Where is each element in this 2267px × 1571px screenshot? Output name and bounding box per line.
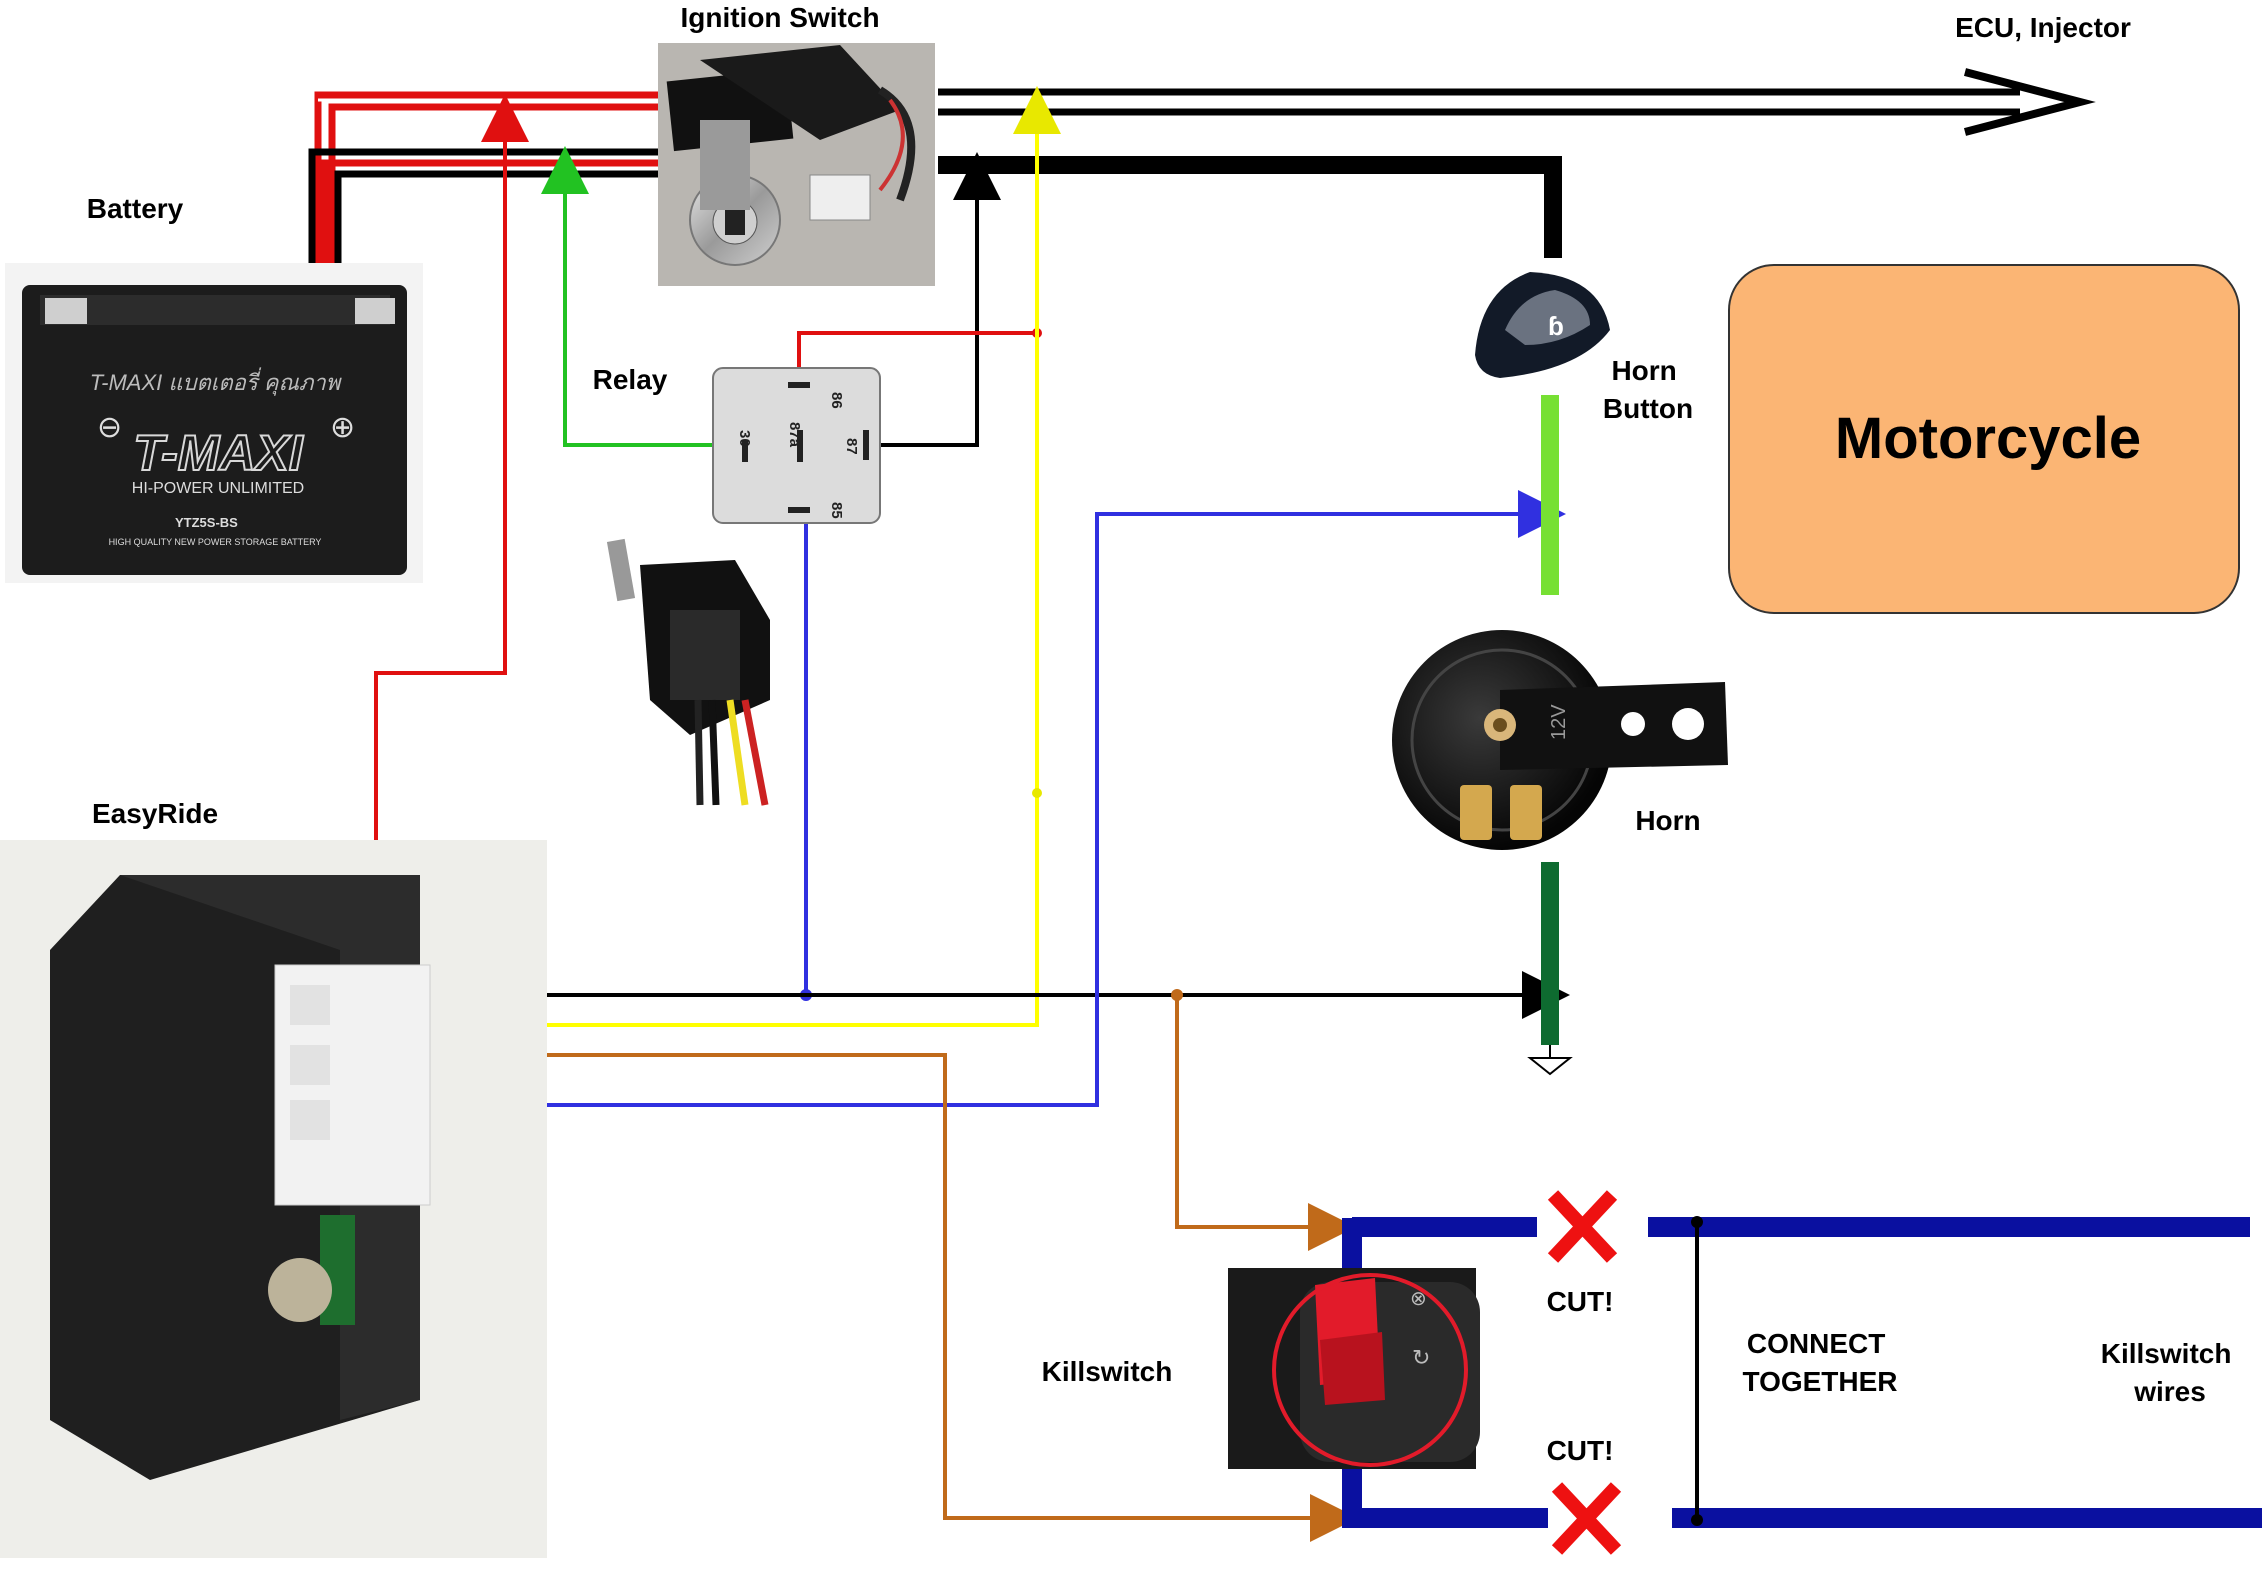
orange-wire-top: [1175, 995, 1356, 1251]
relay-pin-85: 85: [828, 502, 845, 519]
easyride-module-image: [0, 840, 547, 1558]
svg-text:⊖: ⊖: [97, 411, 122, 444]
relay-30-green-wire: [541, 146, 745, 447]
ground-symbol-icon: [1527, 1045, 1573, 1076]
motorcycle-label: Motorcycle: [1835, 406, 2141, 471]
horn-marking: 12V: [1548, 704, 1570, 740]
relay-diagram: 86 30 87a 87 85: [712, 367, 881, 524]
ecu-injector-arrow: [938, 68, 2096, 136]
battery-model: YTZ5S-BS: [175, 515, 238, 530]
battery-brand: T-MAXI: [133, 425, 304, 481]
easyride-blue-wire: [415, 490, 1566, 1107]
svg-text:ɓ: ɓ: [1548, 311, 1564, 341]
svg-text:⊗: ⊗: [1410, 1288, 1427, 1310]
horn-button-label: Horn Button: [1603, 355, 1693, 424]
cut-label-bottom: CUT!: [1547, 1435, 1614, 1466]
horn-button-green-wire: [1541, 395, 1559, 595]
ecu-injector-label: ECU, Injector: [1955, 12, 2131, 43]
ignition-switch-label: Ignition Switch: [680, 2, 879, 33]
horn-ground-green-wire: [1541, 862, 1559, 1045]
ignition-switch-image: [658, 43, 935, 286]
svg-text:T-MAXI แบตเตอรี่ คุณภาพ: T-MAXI แบตเตอรี่ คุณภาพ: [90, 367, 343, 396]
battery-subtitle: HI-POWER UNLIMITED: [132, 480, 304, 497]
svg-text:↻: ↻: [1412, 1345, 1430, 1370]
battery-label: Battery: [87, 193, 184, 224]
relay-pin-87: 87: [843, 438, 860, 455]
battery-footer: HIGH QUALITY NEW POWER STORAGE BATTERY: [109, 537, 322, 547]
relay-label: Relay: [593, 364, 668, 395]
relay-pin-30: 30: [736, 430, 753, 447]
motorcycle-box: [1728, 264, 2240, 614]
killswitch-label: Killswitch: [1042, 1356, 1173, 1387]
relay-87-black-wire: [870, 152, 1001, 447]
ignition-to-horn-wire: [938, 156, 1562, 258]
horn-button-label-line: Button: [1603, 393, 1693, 424]
horn-image: 12V: [1392, 630, 1728, 850]
horn-label: Horn: [1635, 805, 1700, 836]
relay-socket-image: [606, 538, 770, 806]
killswitch-image: ⊗ ↻: [1228, 1268, 1480, 1469]
easyride-red-wire: [374, 94, 529, 995]
connect-together-label: CONNECT TOGETHER: [1742, 1328, 1897, 1397]
cut-label-top: CUT!: [1547, 1286, 1614, 1317]
relay-pin-87a: 87a: [786, 422, 803, 448]
killswitch-wires-label: Killswitch wires: [2101, 1338, 2239, 1407]
orange-wire-bottom: [415, 1053, 1358, 1542]
svg-text:⊕: ⊕: [330, 411, 355, 444]
horn-button-label-line: Horn: [1611, 355, 1676, 386]
cut-x-icon: [1547, 1190, 1618, 1263]
battery-image: T-MAXI แบตเตอรี่ คุณภาพ T-MAXI HI-POWER …: [5, 263, 423, 583]
horn-button-image: ɓ: [1475, 272, 1610, 378]
easyride-label: EasyRide: [92, 798, 218, 829]
battery-harness-wires: [308, 91, 660, 265]
relay-pin-86: 86: [828, 392, 845, 409]
cut-x-icon: [1551, 1482, 1622, 1555]
